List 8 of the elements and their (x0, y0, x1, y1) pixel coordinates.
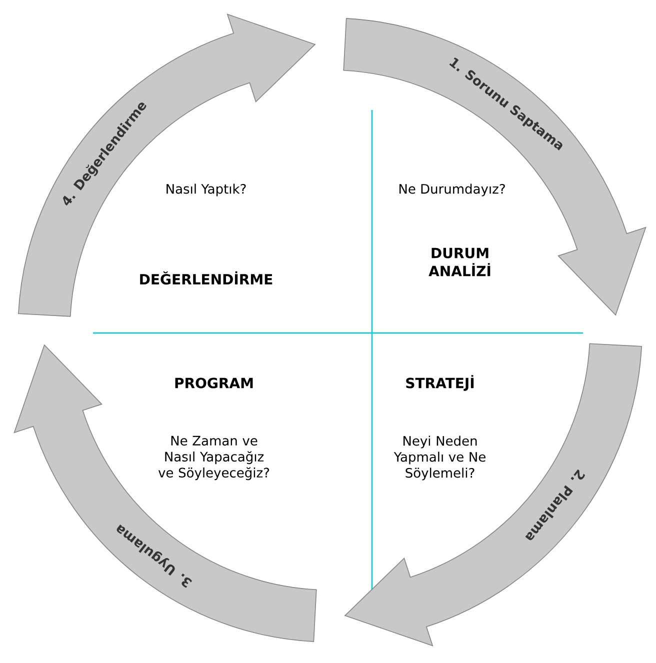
question-text: Neyi Neden Yapmalı ve Ne Söylemeli? (394, 436, 486, 480)
question-text: Ne Durumdayız? (399, 184, 505, 196)
heading: DEĞERLENDİRME (140, 271, 272, 285)
question-text: Ne Zaman ve Nasıl Yapacağız ve Söyleyeceğiz? (158, 436, 270, 480)
heading: STRATEJİ (406, 375, 474, 391)
question-text: Nasıl Yaptık? (166, 184, 246, 196)
heading: DURUM ANALİZİ (428, 248, 490, 276)
heading: PROGRAM (175, 378, 253, 388)
